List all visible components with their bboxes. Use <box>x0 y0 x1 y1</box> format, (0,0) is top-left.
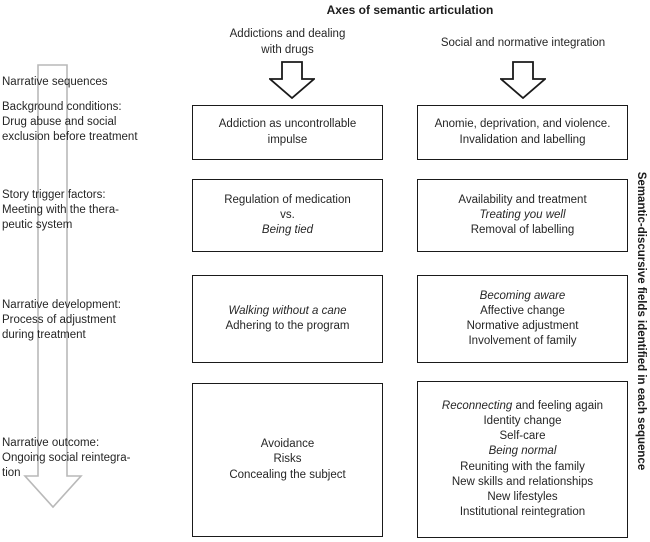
side-label-semantic-fields: Semantic-discursive fields identified in… <box>635 171 647 471</box>
row-label-narrative-outcome: Narrative outcome:Ongoing social reinteg… <box>2 437 131 480</box>
row-label-background-conditions: Background conditions:Drug abuse and soc… <box>2 101 138 144</box>
box-social-background: Anomie, deprivation, and violence.Invali… <box>417 105 628 160</box>
long-down-arrow-icon <box>23 64 83 509</box>
row-label-narrative-development: Narrative development:Process of adjustm… <box>2 299 121 342</box>
diagram-title: Axes of semantic articulation <box>326 3 494 17</box>
column-header-social: Social and normative integration <box>440 37 606 49</box>
row-label-story-trigger-factors: Story trigger factors:Meeting with the t… <box>2 189 119 232</box>
down-block-arrow-icon <box>500 61 546 99</box>
down-block-arrow-icon <box>269 61 315 99</box>
row-label-narrative-sequences: Narrative sequences <box>2 76 108 88</box>
